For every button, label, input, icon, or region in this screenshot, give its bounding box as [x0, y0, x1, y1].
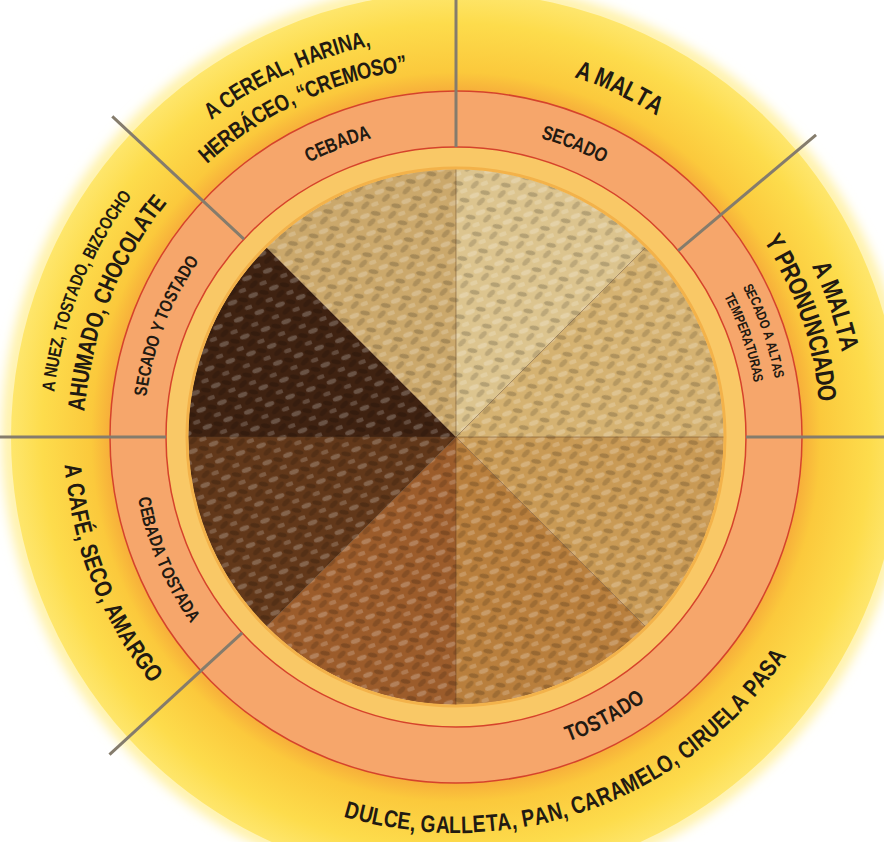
band-label: DULCE, GALLETA, PAN, CARAMELO, CIRUELA P… [342, 644, 789, 837]
label-letter: O [814, 384, 842, 403]
sector-divider [0, 436, 166, 439]
wedge-separator [456, 437, 724, 438]
wedge-separator [456, 169, 457, 437]
band-label: CEBADA [301, 121, 372, 165]
band-label: SECADO A ALTAS TEMPERATURAS [723, 281, 788, 383]
label-letter: L [461, 813, 473, 837]
sector-divider [678, 135, 816, 251]
sector-divider [109, 633, 242, 755]
label-letter: A [761, 329, 777, 341]
wedge-separator [456, 437, 457, 705]
label-letter: G [420, 811, 437, 836]
band-fill [128, 437, 884, 842]
sector-divider [746, 436, 884, 439]
label-letter: A [61, 463, 86, 479]
ring-band: SECADO A ALTAS TEMPERATURAS [678, 215, 802, 437]
label-letter: L [450, 813, 462, 837]
sector-divider [112, 116, 244, 239]
label-letter: S [771, 369, 786, 379]
band-shape [456, 91, 721, 251]
band-label: CEBADA TOSTADA [135, 495, 204, 625]
band-label: SECADO Y TOSTADO [132, 252, 202, 397]
band-fill [201, 437, 802, 783]
band-label: SECADO [540, 121, 611, 165]
label-letter: A [40, 380, 59, 393]
label-letter: A [572, 56, 595, 85]
grain-photo [165, 146, 747, 728]
sector-divider [455, 0, 458, 147]
ring-outline [110, 91, 802, 783]
label-letter: S [751, 373, 766, 383]
wedge-separator [456, 247, 646, 437]
label-letter: Y [147, 320, 167, 335]
band-fill [11, 437, 201, 738]
label-letter: A [808, 257, 838, 281]
wedge-separator [266, 437, 456, 627]
label-letter: A [65, 396, 90, 412]
wedge-separator [266, 247, 456, 437]
grain-texture [188, 169, 724, 705]
outer-glow [10, 0, 884, 842]
band-label: TOSTADO [562, 686, 648, 746]
label-letter: A [435, 813, 450, 837]
label-letter: E [472, 812, 486, 837]
photo-edge [187, 168, 725, 706]
inner-rim [165, 146, 747, 728]
ring-band: SECADO [456, 91, 721, 251]
band-fill [11, 134, 203, 437]
wedge-separator [188, 437, 456, 438]
ring-outline [166, 147, 746, 727]
band-label: A MALTA [572, 56, 668, 119]
band-label: A CEREAL, HARINA, HERBÁCEO, “CREMOSO” [194, 26, 408, 167]
band-fill [456, 91, 721, 251]
wedge-separator [456, 437, 646, 627]
